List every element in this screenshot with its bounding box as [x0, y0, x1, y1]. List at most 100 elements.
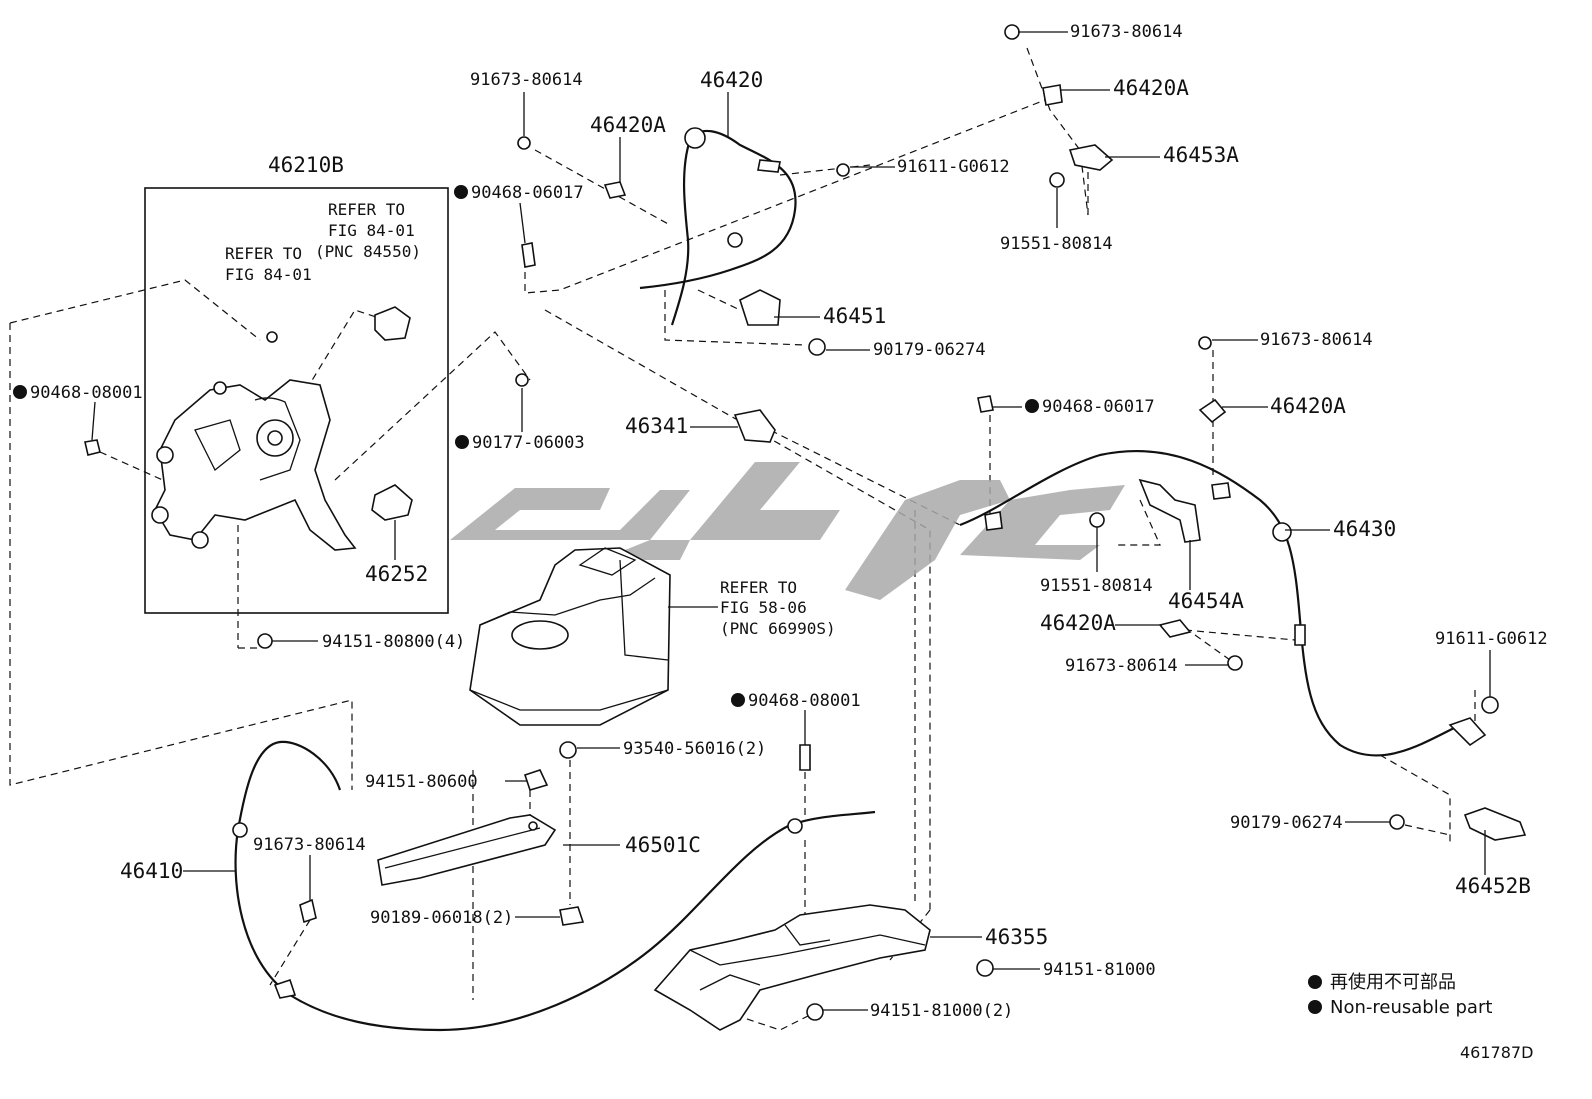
note-line: (PNC 66990S): [720, 619, 836, 638]
callout-94151-80600: 94151-80600: [365, 772, 478, 792]
callout-91673-80614: 91673-80614: [1260, 330, 1373, 350]
bolt-icon: [517, 136, 531, 150]
legend-text-jp: 再使用不可部品: [1330, 972, 1456, 993]
clip-icon: [521, 242, 536, 268]
bracket-46420A: [1042, 84, 1063, 106]
nut-icon: [257, 633, 273, 649]
nonreusable-bullet: [454, 185, 468, 199]
callout-91551-80814: 91551-80814: [1040, 576, 1153, 596]
note-line: FIG 84-01: [328, 221, 415, 240]
callout-46410: 46410: [120, 859, 183, 883]
cable-end-icon: [1448, 717, 1487, 747]
callout-94151-81000: 94151-81000: [1043, 960, 1156, 980]
bracket-46452B: [1463, 807, 1527, 841]
pedal-assembly-frame: [144, 187, 449, 614]
bolt-icon: [1004, 24, 1020, 40]
cable-46410: [232, 740, 876, 1032]
nut-icon: [806, 1003, 824, 1021]
note-line: REFER TO: [720, 578, 797, 597]
callout-90468-06017: 90468-06017: [1042, 397, 1155, 417]
callout-91673-80614: 91673-80614: [1070, 22, 1183, 42]
callout-94151-81000-2: 94151-81000(2): [870, 1001, 1013, 1021]
watermark-logo: [450, 462, 1125, 600]
callout-90179-06274: 90179-06274: [1230, 813, 1343, 833]
bolt-icon: [1049, 172, 1065, 188]
callout-90468-08001: 90468-08001: [748, 691, 861, 711]
note-line: REFER TO: [225, 244, 302, 263]
bolt-icon: [299, 898, 317, 924]
nut-icon: [559, 906, 585, 926]
callout-46430: 46430: [1333, 517, 1396, 541]
refer-note-84550: REFER TO FIG 84-01 (PNC 84550): [315, 200, 421, 261]
callout-94151-80800: 94151-80800(4): [322, 632, 465, 652]
callout-46451: 46451: [823, 304, 886, 328]
callout-46420A: 46420A: [590, 113, 666, 137]
parking-brake-pedal-assembly: [151, 379, 357, 551]
bolt-icon: [266, 331, 278, 343]
cable-46420: [639, 127, 797, 326]
bracket-46420A: [1198, 398, 1227, 424]
nonreusable-bullet: [1025, 399, 1039, 413]
note-line: FIG 84-01: [225, 265, 312, 284]
bracket-46420A: [1158, 619, 1192, 638]
bracket-46453A: [1068, 144, 1114, 171]
nonreusable-bullet: [455, 435, 469, 449]
callout-90468-06017: 90468-06017: [471, 183, 584, 203]
nonreusable-bullet: [13, 385, 27, 399]
callout-46453A: 46453A: [1163, 143, 1239, 167]
note-line: FIG 58-06: [720, 598, 807, 617]
callout-46452B: 46452B: [1455, 874, 1531, 898]
clip-46341: [733, 409, 776, 443]
nut-icon: [808, 338, 826, 356]
clip-icon: [84, 439, 101, 456]
callout-91551-80814: 91551-80814: [1000, 234, 1113, 254]
callout-93540-56016: 93540-56016(2): [623, 739, 766, 759]
callout-91611-G0612: 91611-G0612: [1435, 629, 1548, 649]
callout-91673-80614: 91673-80614: [470, 70, 583, 90]
leader-lines: [91, 31, 1491, 1011]
legend-bullet: [1308, 1000, 1322, 1014]
callout-46420A: 46420A: [1270, 394, 1346, 418]
callout-91673-80614: 91673-80614: [1065, 656, 1178, 676]
nut-icon: [1389, 814, 1405, 830]
bolt-icon: [1089, 512, 1105, 528]
callout-46341: 46341: [625, 414, 688, 438]
callout-46501C: 46501C: [625, 833, 701, 857]
note-line: REFER TO: [328, 200, 405, 219]
callout-90179-06274: 90179-06274: [873, 340, 986, 360]
bracket-46420A: [603, 181, 627, 199]
bolt-icon: [1481, 696, 1499, 714]
legend-bullet: [1308, 975, 1322, 989]
nut-icon: [976, 959, 994, 977]
callout-46355: 46355: [985, 925, 1048, 949]
clip-46252: [371, 484, 413, 521]
clip-icon: [977, 395, 994, 413]
legend-text-en: Non-reusable part: [1330, 997, 1492, 1018]
callout-46252: 46252: [365, 562, 428, 586]
lever-base-46355: [653, 904, 931, 1031]
bracket-46454A: [1138, 478, 1201, 543]
callout-90468-08001: 90468-08001: [30, 383, 143, 403]
clip-icon: [799, 744, 811, 771]
callout-46420A: 46420A: [1113, 76, 1189, 100]
bolt-icon: [1227, 655, 1243, 671]
legend: 再使用不可部品 Non-reusable part: [1308, 972, 1492, 1018]
callout-46420: 46420: [700, 68, 763, 92]
bracket-46501C: [377, 814, 557, 886]
nut-icon: [515, 373, 529, 387]
bolt-icon: [836, 163, 850, 177]
cable-46430: [959, 450, 1461, 757]
bolt-icon: [1198, 336, 1212, 350]
console-box: [469, 547, 671, 726]
switch-part: [374, 306, 411, 341]
callout-90189-06018: 90189-06018(2): [370, 908, 513, 928]
nut-icon: [523, 769, 549, 791]
screw-icon: [559, 741, 577, 759]
figure-id: 461787D: [1460, 1043, 1533, 1062]
callout-46420A: 46420A: [1040, 611, 1116, 635]
callout-91673-80614: 91673-80614: [253, 835, 366, 855]
nonreusable-bullet: [731, 693, 745, 707]
refer-note-58-06: REFER TO FIG 58-06 (PNC 66990S): [720, 578, 836, 638]
